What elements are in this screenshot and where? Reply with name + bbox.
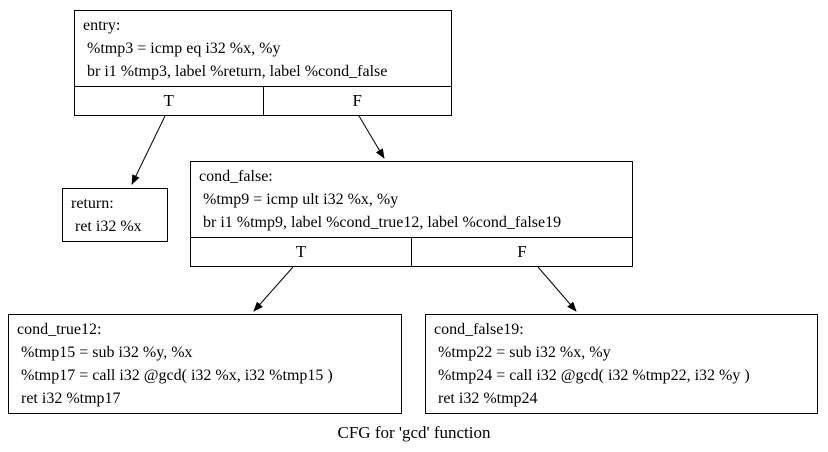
- edge-cond-false-true-to-cond-true12: [253, 266, 294, 312]
- false-port: F: [262, 87, 452, 115]
- ir-instruction: ret i32 %tmp24: [434, 390, 538, 407]
- block-label-cond-false: cond_false:: [199, 168, 273, 185]
- cfg-node-entry: entry: %tmp3 = icmp eq i32 %x, %y br i1 …: [74, 10, 452, 116]
- block-label-cond-false19: cond_false19:: [434, 321, 524, 338]
- edge-cond-false-false-to-cond-false19: [537, 266, 577, 312]
- ir-instruction: br i1 %tmp9, label %cond_true12, label %…: [199, 214, 562, 231]
- cfg-node-cond-true12: cond_true12: %tmp15 = sub i32 %y, %x %tm…: [8, 314, 402, 414]
- false-port: F: [411, 238, 632, 266]
- ir-instruction: %tmp9 = icmp ult i32 %x, %y: [199, 191, 399, 208]
- cfg-node-cond-false: cond_false: %tmp9 = icmp ult i32 %x, %y …: [190, 161, 633, 267]
- true-port: T: [295, 242, 307, 261]
- ir-instruction: ret i32 %x: [71, 218, 142, 235]
- edge-entry-false-to-cond-false: [358, 115, 385, 159]
- ir-instruction: br i1 %tmp3, label %return, label %cond_…: [83, 63, 388, 80]
- block-label-return: return:: [71, 195, 114, 212]
- branch-port-row: T F: [75, 86, 451, 115]
- ir-instruction: %tmp3 = icmp eq i32 %x, %y: [83, 40, 281, 57]
- block-label-cond-true12: cond_true12:: [17, 321, 102, 338]
- edge-entry-true-to-return: [131, 115, 166, 185]
- block-label-entry: entry:: [83, 17, 121, 34]
- cfg-node-cond-false19: cond_false19: %tmp22 = sub i32 %x, %y %t…: [425, 314, 818, 414]
- ir-instruction: %tmp22 = sub i32 %x, %y: [434, 344, 611, 361]
- ir-instruction: %tmp24 = call i32 @gcd( i32 %tmp22, i32 …: [434, 367, 750, 384]
- ir-instruction: %tmp15 = sub i32 %y, %x: [17, 344, 193, 361]
- ir-instruction: %tmp17 = call i32 @gcd( i32 %x, i32 %tmp…: [17, 367, 333, 384]
- cfg-node-return: return: ret i32 %x: [62, 188, 168, 242]
- branch-port-row: T F: [191, 237, 632, 266]
- graph-caption: CFG for 'gcd' function: [337, 423, 491, 442]
- ir-instruction: ret i32 %tmp17: [17, 390, 121, 407]
- true-port: T: [163, 91, 174, 110]
